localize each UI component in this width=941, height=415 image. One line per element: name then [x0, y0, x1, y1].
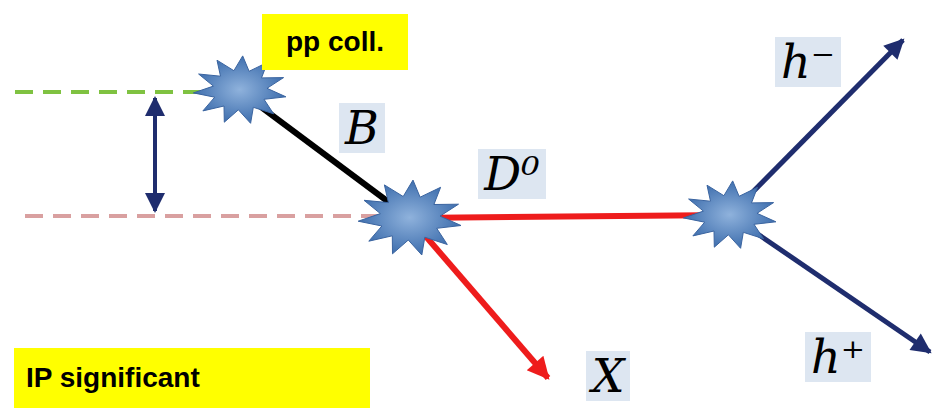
particle-label: D⁰ — [478, 149, 545, 199]
x-track — [410, 218, 548, 378]
particle-label: h⁺ — [805, 332, 871, 382]
particle-label: X — [586, 351, 631, 401]
highlight-box: IP significant — [14, 348, 370, 408]
particle-label: B — [339, 103, 385, 153]
box-text: IP significant — [26, 363, 200, 394]
particle-label: h⁻ — [775, 37, 841, 87]
b-track — [245, 95, 410, 218]
ip-arrow — [153, 98, 157, 211]
d0-track — [410, 215, 730, 218]
sv-level-line — [25, 214, 405, 218]
box-text: pp coll. — [286, 27, 384, 58]
vertex-burst — [358, 180, 461, 255]
highlight-box: pp coll. — [262, 14, 408, 70]
vertex-burst — [683, 181, 776, 248]
